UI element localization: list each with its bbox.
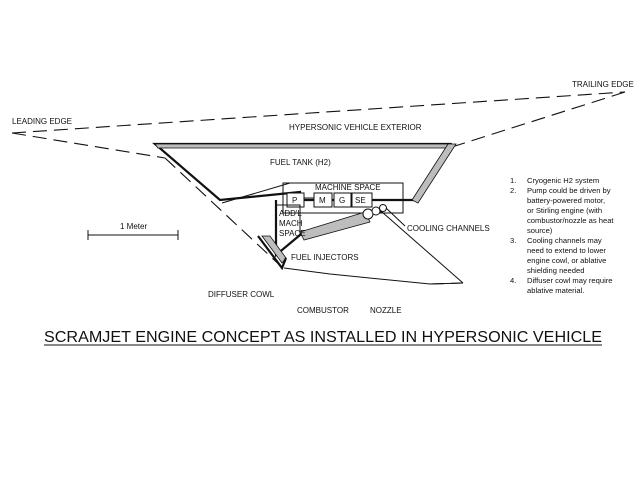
- note-3-line-2: need to extend to lower: [527, 246, 606, 255]
- fuel-tank-label: FUEL TANK (H2): [270, 158, 331, 167]
- additional-space-label-1: ADD'L: [279, 209, 302, 218]
- nozzle-lower-dashed: [429, 282, 464, 285]
- trailing-edge-label: TRAILING EDGE: [572, 80, 634, 89]
- note-4-num: 4.: [510, 276, 516, 285]
- note-1-num: 1.: [510, 176, 516, 185]
- additional-machine-space: [276, 204, 301, 235]
- note-3-line-4: shielding needed: [527, 266, 584, 275]
- notes-block: 1. Cryogenic H2 system 2. Pump could be …: [510, 176, 614, 295]
- cooling-channel-3: [379, 204, 387, 212]
- stirling-engine-box-label: SE: [355, 196, 366, 205]
- leading-edge-ramp-dashed-line: [164, 157, 286, 271]
- vehicle-upper-dashed-line: [11, 91, 626, 134]
- motor-box-label: M: [319, 196, 326, 205]
- diffuser-cowl-outline: [257, 235, 288, 271]
- cooling-jacket: [299, 211, 371, 241]
- additional-space-label-2: MACH: [279, 219, 303, 228]
- fuel-injectors-label: FUEL INJECTORS: [291, 253, 359, 262]
- leading-edge-label: LEADING EDGE: [12, 117, 72, 126]
- vehicle-lower-dashed-line: [11, 132, 166, 159]
- note-2-line-4: combustor/nozzle as heat: [527, 216, 614, 225]
- cooling-channel-1: [362, 208, 374, 220]
- combustor-label: COMBUSTOR: [297, 306, 349, 315]
- generator-box[interactable]: [333, 192, 352, 208]
- nozzle-expansion-line: [381, 211, 464, 284]
- fuel-tank-top-edge-hatch: [154, 143, 451, 149]
- cooling-channels-label: COOLING CHANNELS: [407, 224, 490, 233]
- note-3-num: 3.: [510, 236, 516, 245]
- note-2-line-1: Pump could be driven by: [527, 186, 611, 195]
- additional-space-label-3: SPACE: [279, 229, 306, 238]
- fuel-tank-outline: [152, 142, 452, 202]
- cooling-channels-leader: [385, 207, 406, 227]
- lower-cowl-line: [283, 267, 464, 285]
- vehicle-exterior-label: HYPERSONIC VEHICLE EXTERIOR: [289, 123, 422, 132]
- note-4-line-1: Diffuser cowl may require: [527, 276, 613, 285]
- note-2-line-2: battery-powered motor,: [527, 196, 605, 205]
- vehicle-trailing-dashed-line: [454, 91, 626, 147]
- generator-box-label: G: [339, 196, 345, 205]
- scale-label: 1 Meter: [120, 222, 147, 231]
- machine-space-label: MACHINE SPACE: [315, 183, 381, 192]
- diffuser-cowl-label: DIFFUSER COWL: [208, 290, 275, 299]
- note-3-line-3: engine cowl, or ablative: [527, 256, 606, 265]
- cooling-channel-2: [371, 206, 381, 216]
- note-2-num: 2.: [510, 186, 516, 195]
- fuel-tank-right-edge-hatch: [411, 143, 457, 204]
- machine-space-frame: [282, 182, 404, 214]
- note-4-line-2: ablative material.: [527, 286, 584, 295]
- pump-box-label: P: [292, 196, 297, 205]
- nozzle-label: NOZZLE: [370, 306, 402, 315]
- note-1-line-1: Cryogenic H2 system: [527, 176, 599, 185]
- note-2-line-3: or Stirling engine (with: [527, 206, 602, 215]
- stirling-engine-box[interactable]: [351, 192, 373, 208]
- diagram-title: SCRAMJET ENGINE CONCEPT AS INSTALLED IN …: [44, 329, 602, 346]
- note-2-line-5: source): [527, 226, 553, 235]
- note-3-line-1: Cooling channels may: [527, 236, 602, 245]
